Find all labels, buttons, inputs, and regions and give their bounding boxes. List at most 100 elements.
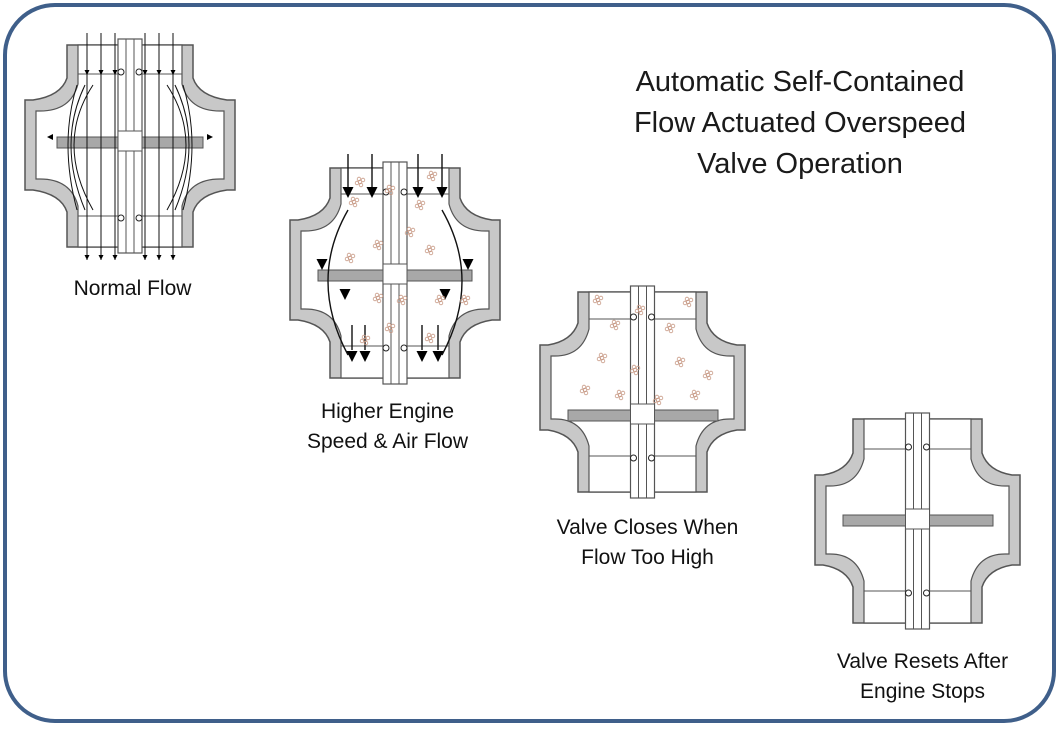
debris-particle: [426, 170, 438, 182]
debris-particle: [652, 394, 664, 406]
flow-arrowhead: [436, 187, 448, 198]
flow-line: [441, 209, 463, 356]
bearing-ball: [923, 443, 930, 451]
bearing-ball: [135, 214, 143, 222]
bearing-ball: [400, 188, 408, 196]
flow-arrowhead: [142, 255, 148, 260]
debris-particle: [614, 389, 626, 401]
debris-particle: [384, 184, 396, 196]
debris-particle: [404, 226, 416, 238]
disc-hub: [905, 508, 930, 530]
bearing-ball: [400, 344, 408, 352]
flow-arrowhead: [156, 70, 162, 75]
flow-arrowhead: [462, 259, 474, 270]
flow-arrowhead: [142, 70, 148, 75]
flow-arrowhead: [170, 70, 176, 75]
flow-arrowhead: [346, 351, 358, 362]
debris-particle: [344, 252, 356, 264]
flow-arrowhead: [156, 255, 162, 260]
bearing-ball: [648, 454, 655, 462]
caption-higher-speed-line-2: Speed & Air Flow: [306, 430, 469, 453]
bearing-ball: [135, 68, 143, 76]
title-line-1: Automatic Self-Contained: [635, 66, 965, 98]
caption-valve-resets: Valve Resets After Engine Stops: [805, 647, 1040, 707]
flow-arrowhead: [112, 70, 118, 75]
flow-arrowhead: [359, 351, 371, 362]
flow-arrowhead: [84, 70, 90, 75]
flow-line: [327, 209, 349, 356]
caption-valve-closes-line-2: Flow Too High: [581, 546, 714, 569]
bearing-ball: [630, 454, 637, 462]
bearing-ball: [117, 214, 125, 222]
flow-arrowhead: [366, 187, 378, 198]
debris-particle: [372, 292, 384, 304]
debris-particle: [579, 384, 591, 396]
flow-line: [70, 84, 86, 211]
debris-particle: [664, 322, 676, 334]
bearing-ball: [648, 313, 655, 321]
caption-valve-closes: Valve Closes When Flow Too High: [530, 513, 765, 573]
flow-line: [174, 84, 190, 211]
debris-particle: [384, 322, 396, 334]
flow-arrowhead: [170, 255, 176, 260]
debris-particle: [396, 294, 408, 306]
valve-closed: [539, 285, 746, 499]
flow-arrowhead: [98, 255, 104, 260]
flow-line: [182, 84, 193, 211]
valve-normal-flow: [24, 33, 236, 260]
flow-arrowhead: [339, 289, 351, 300]
debris-particle: [459, 294, 471, 306]
debris-particle: [682, 296, 694, 308]
bearing-ball: [630, 313, 637, 321]
flow-arrowhead: [47, 134, 53, 140]
valve-reset: [814, 412, 1021, 630]
disc-hub: [117, 130, 143, 152]
flow-arrowhead: [342, 187, 354, 198]
flow-arrowhead: [439, 289, 451, 300]
bearing-ball: [382, 188, 390, 196]
shaft-tube: [629, 285, 656, 499]
debris-particle: [348, 196, 360, 208]
debris-particle: [634, 304, 646, 316]
flow-arrowhead: [316, 259, 328, 270]
flow-line: [166, 84, 187, 211]
debris-particle: [609, 319, 621, 331]
diagram-title: Automatic Self-Contained Flow Actuated O…: [580, 62, 1020, 185]
debris-particle: [434, 294, 446, 306]
title-line-3: Valve Operation: [697, 148, 903, 180]
valve-higher-speed: [289, 154, 501, 385]
debris-particle: [354, 176, 366, 188]
disc-hub: [382, 263, 408, 285]
flow-line: [67, 84, 78, 211]
bearing-ball: [382, 344, 390, 352]
flow-arrowhead: [84, 255, 90, 260]
debris-particle: [596, 352, 608, 364]
bearing-ball: [905, 589, 912, 597]
flow-line: [73, 84, 94, 211]
debris-particle: [702, 369, 714, 381]
flow-arrowhead: [412, 187, 424, 198]
caption-higher-speed-line-1: Higher Engine: [320, 400, 455, 423]
bearing-ball: [923, 589, 930, 597]
bearing-ball: [117, 68, 125, 76]
caption-normal-flow: Normal Flow: [25, 274, 240, 304]
caption-higher-speed: Higher Engine Speed & Air Flow: [280, 397, 495, 457]
debris-particle: [629, 364, 641, 376]
caption-normal-flow-line-1: Normal Flow: [73, 277, 192, 300]
debris-particle: [414, 199, 426, 211]
title-line-2: Flow Actuated Overspeed: [633, 107, 967, 139]
flow-arrowhead: [416, 351, 428, 362]
debris-particle: [359, 334, 371, 346]
bearing-ball: [905, 443, 912, 451]
flow-arrowhead: [432, 351, 444, 362]
disc-hub: [630, 403, 655, 425]
flow-arrowhead: [112, 255, 118, 260]
flow-arrowhead: [98, 70, 104, 75]
caption-valve-resets-line-1: Valve Resets After: [836, 650, 1009, 673]
debris-particle: [372, 239, 384, 251]
caption-valve-resets-line-2: Engine Stops: [860, 680, 985, 703]
debris-particle: [689, 389, 701, 401]
debris-particle: [424, 332, 436, 344]
debris-particle: [424, 244, 436, 256]
debris-particle: [674, 356, 686, 368]
